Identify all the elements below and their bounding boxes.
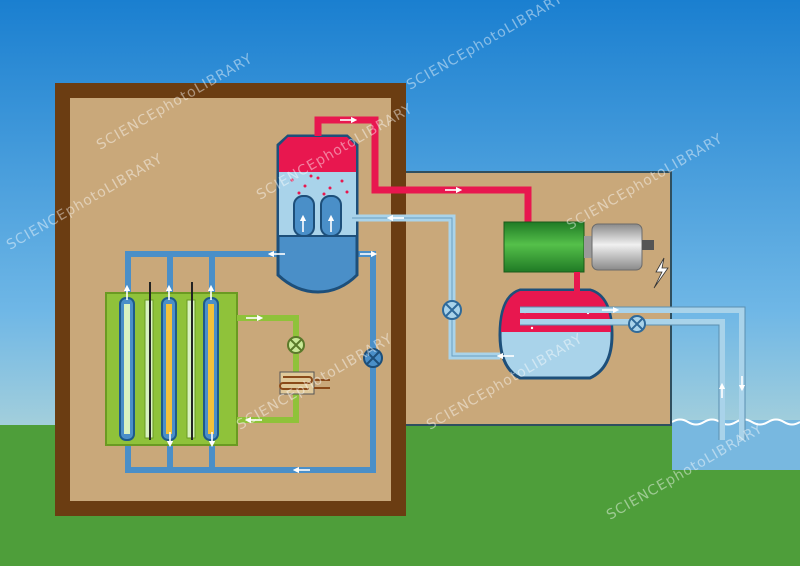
cooling-water-loop [520,307,745,440]
generator [584,223,654,271]
valve-icon [363,348,383,368]
turbine [503,221,585,273]
cooling-water-outline [520,306,746,440]
sea-waves [671,418,800,426]
valve-icon [628,315,646,333]
lightning-icon [653,257,669,289]
steam-pipe [314,116,532,222]
reactor-vessel [276,134,359,294]
heat-exchanger [279,371,330,395]
condenser [498,288,614,380]
valve-icon [442,300,462,320]
fuel-channels [119,282,219,441]
flow-arrows [123,116,746,474]
sea [672,420,800,470]
valve-icon [287,336,305,354]
